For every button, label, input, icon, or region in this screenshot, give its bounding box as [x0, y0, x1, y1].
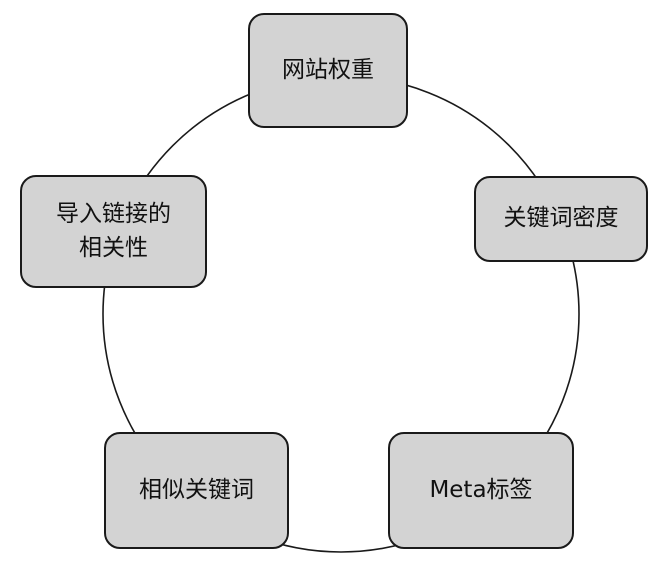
node-meta-tags: Meta标签	[388, 432, 574, 549]
node-similar-keywords: 相似关键词	[104, 432, 289, 549]
node-label: 相似关键词	[139, 476, 254, 503]
node-keyword-density: 关键词密度	[474, 176, 648, 262]
node-label: 关键词密度	[503, 205, 619, 232]
node-label: 网站权重	[282, 56, 374, 83]
node-label: 导入链接的 相关性	[56, 201, 171, 261]
node-site-weight: 网站权重	[248, 13, 408, 128]
node-inbound-link-relevance: 导入链接的 相关性	[20, 175, 207, 288]
node-label: Meta标签	[429, 476, 533, 503]
